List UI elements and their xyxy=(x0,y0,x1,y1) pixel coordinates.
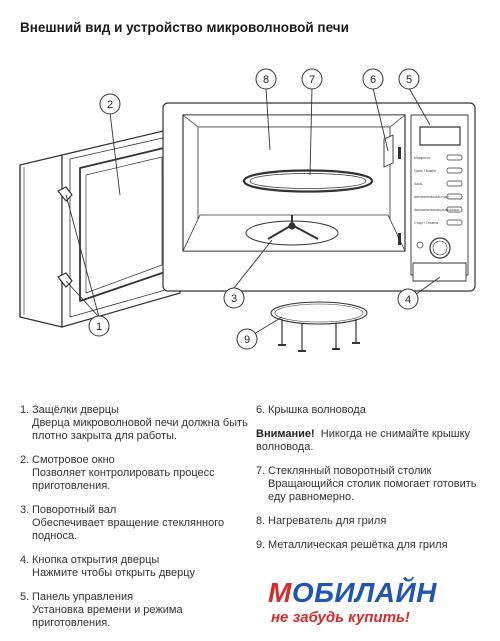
callout-5: 5 xyxy=(406,74,412,86)
item-title: Кнопка открытия дверцы xyxy=(32,554,160,566)
warning-label: Внимание! xyxy=(256,428,315,440)
item-title: Поворотный вал xyxy=(32,504,117,516)
list-item: 2.Смотровое окно Позволяет контролироват… xyxy=(20,454,250,493)
callout-9: 9 xyxy=(244,334,250,346)
item-description: Вращающийся столик помогает готовить еду… xyxy=(268,478,477,503)
panel-label: Мощность xyxy=(414,156,431,160)
item-title: Нагреватель для гриля xyxy=(268,515,387,527)
callout-6: 6 xyxy=(370,74,376,86)
microwave-diagram: 2 8 7 6 5 3 4 9 1 Мощность Гриль / Комби… xyxy=(19,68,476,352)
panel-label: Часы xyxy=(414,182,423,186)
logo-slogan: не забудь купить! xyxy=(271,609,410,626)
warning-note: Внимание! Никогда не снимайте крышку вол… xyxy=(256,428,488,454)
item-number: 5. xyxy=(20,591,30,603)
callout-4: 4 xyxy=(405,294,411,306)
microwave-body xyxy=(162,102,476,292)
item-title: Смотровое окно xyxy=(32,454,115,466)
item-number: 1. xyxy=(20,404,30,416)
panel-label: Автоматическая разморозка xyxy=(414,208,459,212)
item-title: Металлическая решётка для гриля xyxy=(268,539,448,551)
logo-letter-m: М xyxy=(268,577,292,608)
callout-8: 8 xyxy=(263,74,269,86)
item-number: 8. xyxy=(256,515,266,527)
panel-label: Старт / Отмена xyxy=(414,221,438,225)
item-number: 9. xyxy=(256,539,266,551)
callout-1: 1 xyxy=(96,321,102,333)
item-number: 3. xyxy=(20,504,30,516)
list-item: 8.Нагреватель для гриля xyxy=(256,515,488,528)
item-title: Крышка волновода xyxy=(268,404,366,416)
callout-2: 2 xyxy=(107,99,113,111)
leader-lines xyxy=(65,87,441,338)
door xyxy=(19,126,181,328)
item-title: Защёлки дверцы xyxy=(32,404,119,416)
list-item: 6.Крышка волновода xyxy=(256,404,488,417)
item-description: Позволяет контролировать процесс пригото… xyxy=(32,467,215,492)
item-number: 6. xyxy=(256,404,266,416)
panel-label: Гриль / Комби xyxy=(414,169,436,173)
panel-label: Автоматический старт xyxy=(414,195,449,199)
list-item: 5.Панель управления Установка времени и … xyxy=(20,591,250,630)
item-title: Стеклянный поворотный столик xyxy=(268,465,432,477)
item-number: 7. xyxy=(256,465,266,477)
item-number: 2. xyxy=(20,454,30,466)
logo-brand: МОБИЛАЙН xyxy=(268,578,437,608)
mobilain-logo: МОБИЛАЙН не забудь купить! xyxy=(268,578,488,633)
list-item: 4.Кнопка открытия дверцы Нажмите чтобы о… xyxy=(20,554,250,580)
item-description: Установка времени и режима приготовления… xyxy=(32,604,183,629)
logo-brand-rest: ОБИЛАЙН xyxy=(291,577,437,608)
item-description: Дверца микроволновой печи должна быть пл… xyxy=(32,417,248,442)
callout-7: 7 xyxy=(309,74,315,86)
item-title: Панель управления xyxy=(32,591,134,603)
grill-rack xyxy=(270,301,368,352)
parts-list-right: 6.Крышка волновода Внимание! Никогда не … xyxy=(256,404,488,563)
item-description: Обеспечивает вращение стеклянного поднос… xyxy=(32,517,225,542)
page-title: Внешний вид и устройство микроволновой п… xyxy=(20,20,349,35)
callout-3: 3 xyxy=(231,293,237,305)
list-item: 1.Защёлки дверцы Дверца микроволновой пе… xyxy=(20,404,250,443)
list-item: 3.Поворотный вал Обеспечивает вращение с… xyxy=(20,504,250,543)
item-number: 4. xyxy=(20,554,30,566)
list-item: 9.Металлическая решётка для гриля xyxy=(256,539,488,552)
list-item: 7.Стеклянный поворотный столик Вращающий… xyxy=(256,465,488,504)
item-description: Нажмите чтобы открыть дверцу xyxy=(32,567,195,579)
warning-text: Никогда не снимайте крышку волновода. xyxy=(256,428,471,453)
parts-list-left: 1.Защёлки дверцы Дверца микроволновой пе… xyxy=(20,404,250,641)
